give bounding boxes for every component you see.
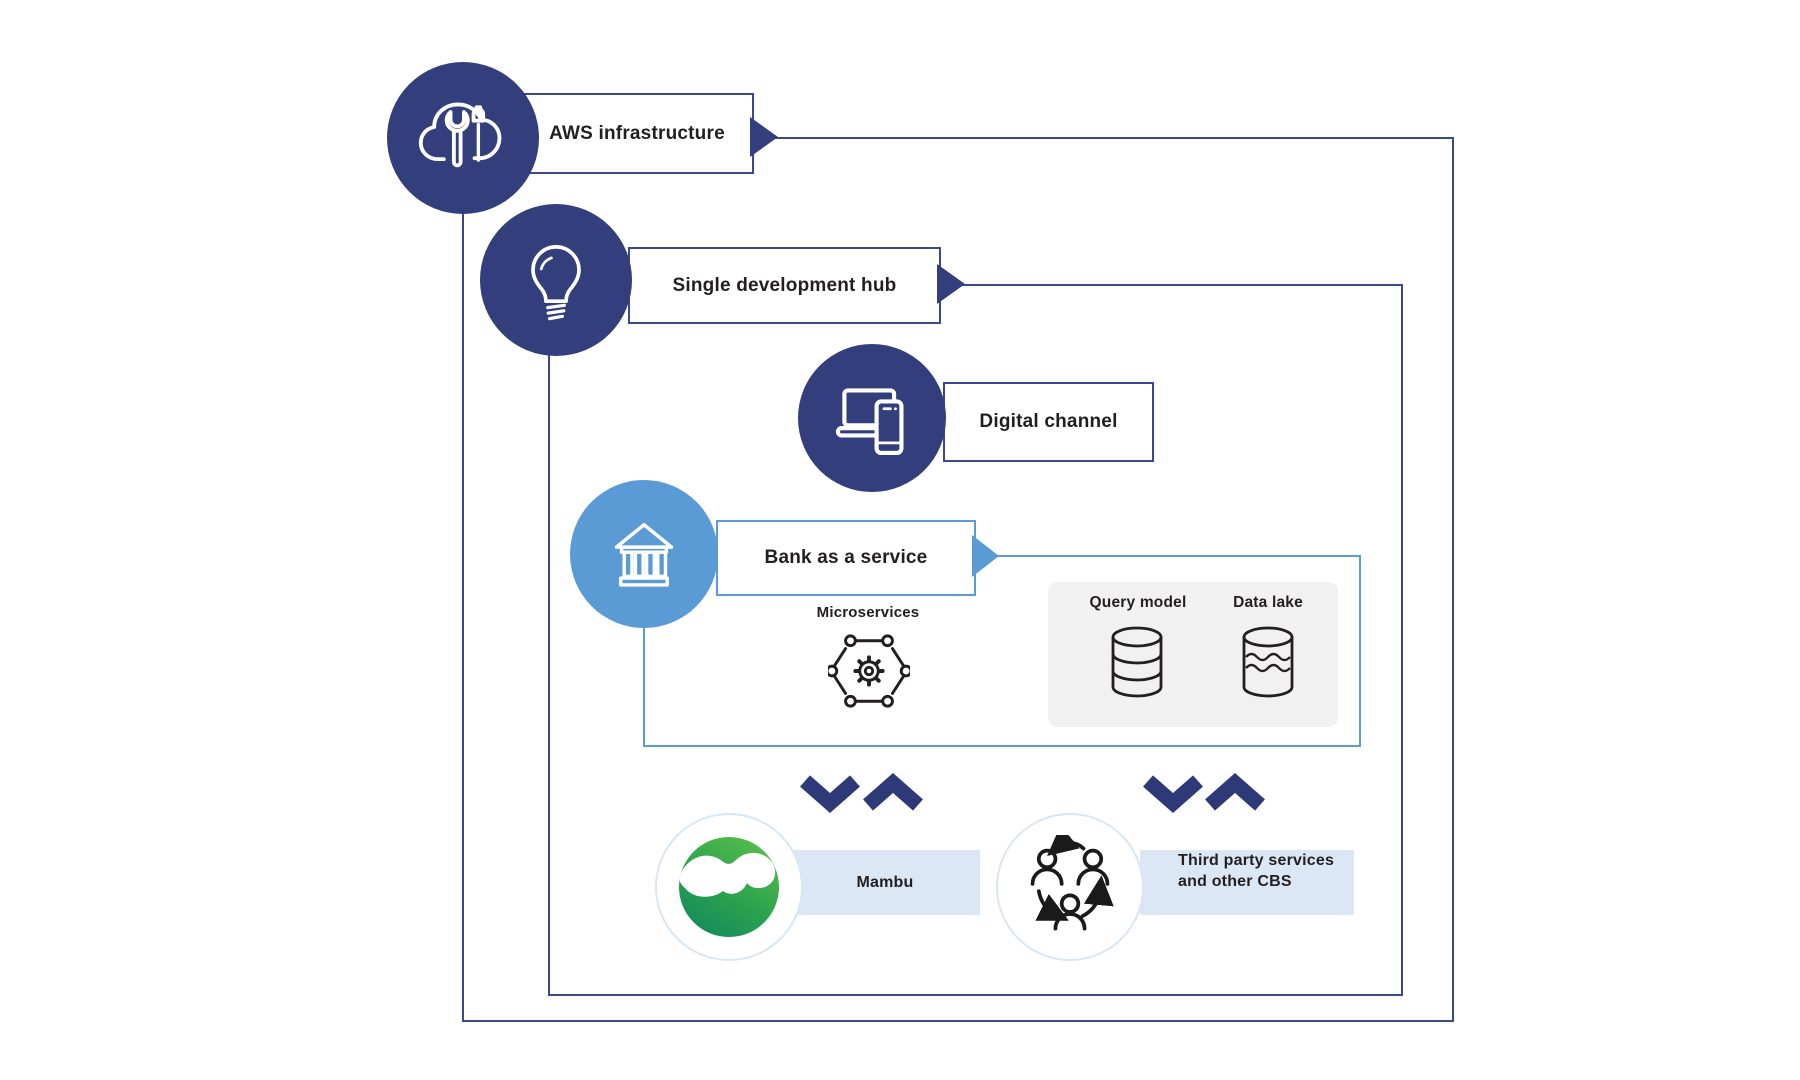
mambu-circle: [655, 813, 803, 961]
baas-circle: [570, 480, 718, 628]
chevron-down-icon: [800, 775, 860, 813]
dev-hub-arrow: [937, 264, 965, 304]
baas-label-box: Bank as a service: [716, 520, 976, 596]
dev-hub-label-box: Single development hub: [628, 247, 941, 324]
people-exchange-icon: [1030, 835, 1114, 931]
mambu-strip: Mambu: [790, 850, 980, 915]
chevron-up-icon: [863, 773, 923, 811]
laptop-phone-icon: [835, 388, 904, 456]
digital-channel-label: Digital channel: [979, 411, 1118, 432]
chevron-down-icon: [1143, 775, 1203, 813]
chevron-up-icon: [1205, 773, 1265, 811]
database-icon: [1111, 626, 1163, 698]
microservices-label: Microservices: [816, 604, 920, 621]
query-model-label: Query model: [1089, 594, 1187, 611]
third-party-label-line1: Third party services: [1178, 852, 1335, 869]
third-party-strip: Third party services and other CBS: [1140, 850, 1354, 915]
digital-channel-label-box: Digital channel: [943, 382, 1154, 462]
aws-infrastructure-label-box: AWS infrastructure: [520, 93, 754, 174]
data-lake-database-icon: [1242, 626, 1294, 698]
cloud-tools-icon: [418, 102, 502, 168]
dev-hub-label: Single development hub: [672, 274, 897, 296]
baas-arrow: [972, 535, 999, 577]
data-lake-label: Data lake: [1233, 594, 1303, 611]
lightbulb-icon: [531, 245, 581, 321]
bank-as-a-service-boundary: [643, 555, 1361, 747]
third-party-circle: [996, 813, 1144, 961]
third-party-label: Third party services and other CBS: [1140, 850, 1354, 915]
aws-infrastructure-label: AWS infrastructure: [549, 122, 725, 144]
bank-icon: [614, 523, 674, 587]
baas-label: Bank as a service: [764, 547, 928, 568]
mambu-label: Mambu: [856, 873, 914, 891]
microservices-hexagon-gear-icon: [828, 634, 910, 708]
aws-arrow: [750, 117, 778, 157]
query-data-panel: [1048, 582, 1338, 727]
digital-channel-circle: [798, 344, 946, 492]
aws-circle: [387, 62, 539, 214]
aws-infrastructure-boundary: [462, 137, 1454, 1022]
mambu-logo: [679, 837, 779, 937]
dev-hub-circle: [480, 204, 632, 356]
third-party-label-line2: and other CBS: [1178, 873, 1292, 890]
single-development-hub-boundary: [548, 284, 1403, 996]
